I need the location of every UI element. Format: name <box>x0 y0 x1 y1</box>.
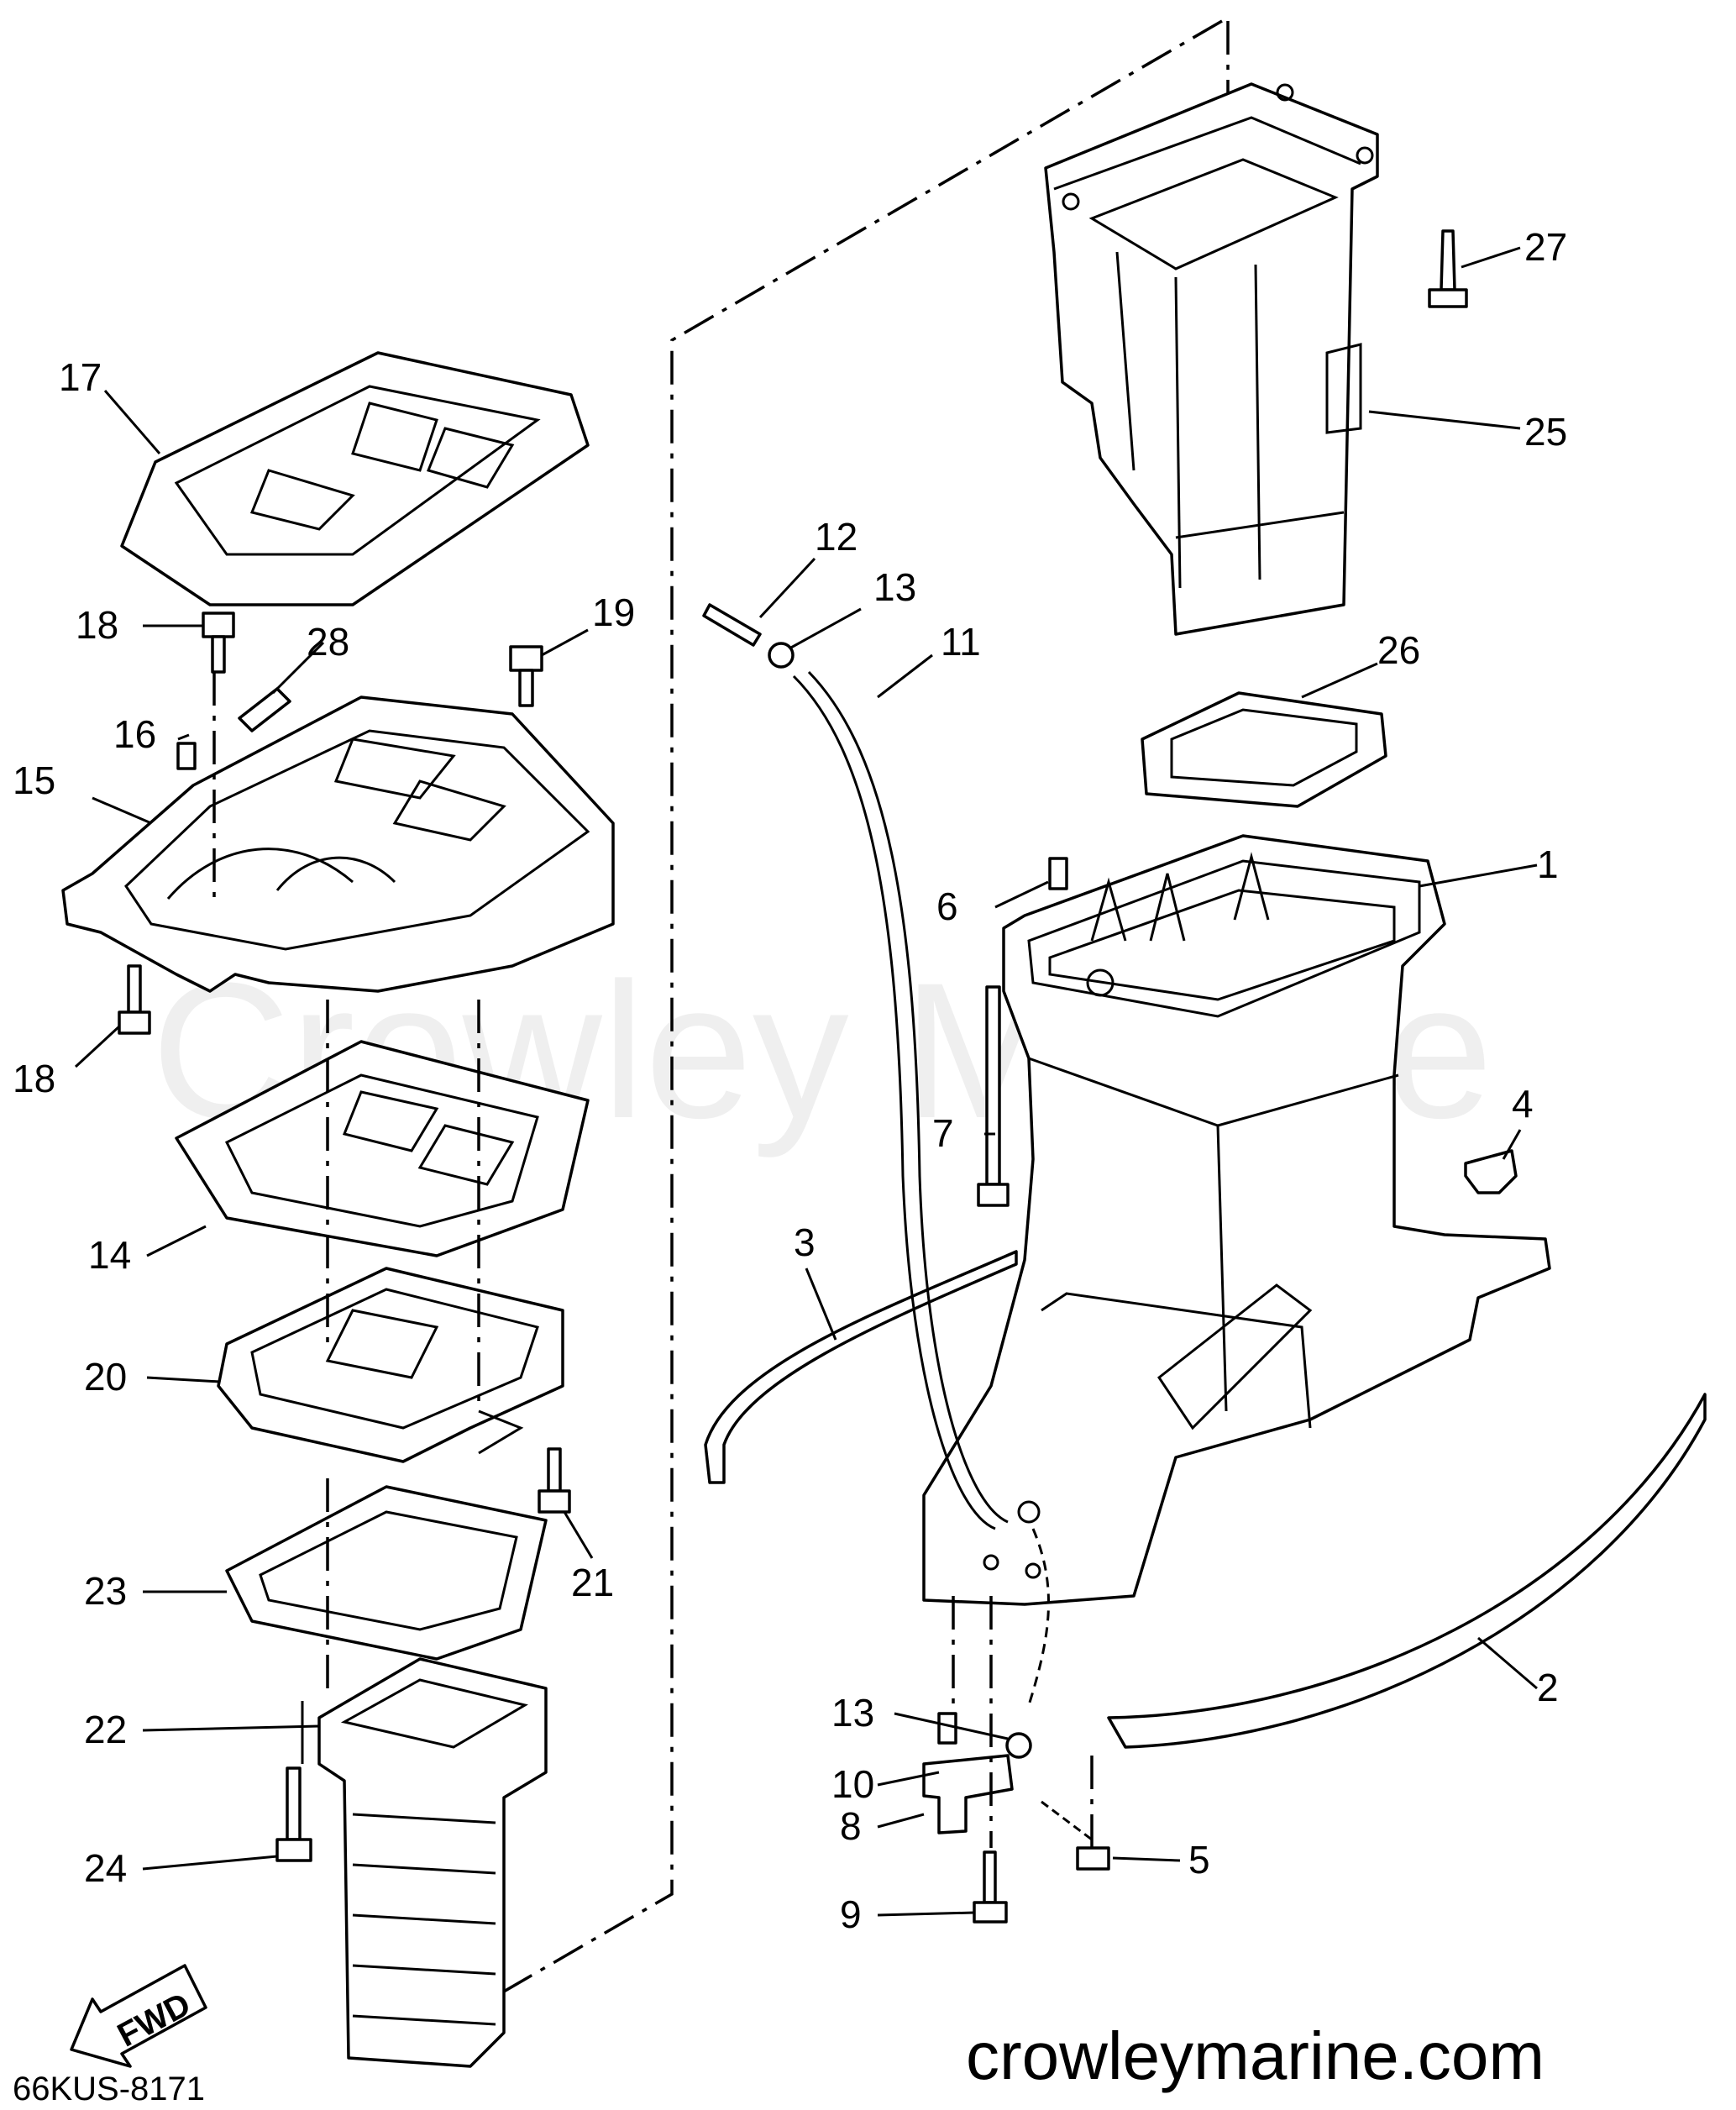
leader-lines <box>74 246 1538 1917</box>
callout-18-bottom: 18 <box>13 1057 55 1100</box>
seal-26 <box>1141 691 1387 808</box>
forward-arrow: FWD <box>70 1964 207 2068</box>
plate-15 <box>61 695 615 993</box>
rubber-seal-2 <box>1107 1393 1707 1749</box>
gasket-17 <box>120 351 590 606</box>
bolt-24 <box>275 1766 312 1862</box>
callout-28: 28 <box>307 620 349 664</box>
gasket-14 <box>175 1040 590 1257</box>
dowel-16 <box>176 742 197 770</box>
bolt-5 <box>1041 1800 1110 1871</box>
callout-19: 19 <box>592 590 635 634</box>
dowel-6 <box>1048 857 1068 890</box>
grommet-4 <box>1464 1149 1518 1194</box>
clip-13-top <box>768 642 795 669</box>
callout-15: 15 <box>13 758 55 802</box>
website-label: crowleymarine.com <box>966 2018 1545 2093</box>
callout-22: 22 <box>84 1708 127 1751</box>
spacer-20 <box>217 1267 564 1463</box>
clip-13-bottom <box>1005 1732 1032 1759</box>
callout-16: 16 <box>113 712 156 756</box>
callout-26: 26 <box>1377 628 1420 672</box>
bolt-27 <box>1428 229 1468 308</box>
callout-3: 3 <box>794 1220 816 1264</box>
callout-10: 10 <box>831 1762 874 1806</box>
callout-2: 2 <box>1537 1666 1559 1709</box>
callout-6: 6 <box>936 884 958 928</box>
callout-4: 4 <box>1512 1082 1534 1126</box>
callout-24: 24 <box>84 1846 127 1890</box>
callout-13-bottom: 13 <box>831 1691 874 1735</box>
diagram-code: 66KUS-8171 <box>13 2071 205 2107</box>
lower-upper-case-1 <box>922 834 1551 1606</box>
callout-5: 5 <box>1188 1838 1210 1882</box>
rubber-seal-3 <box>704 1250 1018 1484</box>
callout-14: 14 <box>88 1233 131 1277</box>
callout-11: 11 <box>941 620 981 664</box>
bolt-9 <box>973 1850 1008 1924</box>
callout-7: 7 <box>932 1111 954 1155</box>
callout-12: 12 <box>815 515 858 559</box>
bolt-19 <box>509 645 543 707</box>
fitting-28 <box>238 687 291 732</box>
bolt-18-top <box>202 611 235 674</box>
bolt-18-bottom <box>118 964 151 1035</box>
dowel-10 <box>937 1712 957 1745</box>
callout-21: 21 <box>571 1561 614 1604</box>
gasket-23 <box>225 1485 548 1661</box>
callout-13-top: 13 <box>873 565 916 609</box>
callout-17: 17 <box>59 355 102 399</box>
bolt-21 <box>538 1447 571 1514</box>
upper-casing <box>1044 82 1379 636</box>
nipple-8 <box>922 1754 1014 1834</box>
water-hose-11 <box>792 670 1050 1706</box>
callout-27: 27 <box>1524 225 1567 269</box>
callout-1: 1 <box>1537 842 1559 886</box>
nipple-12 <box>702 603 762 647</box>
exhaust-box-22 <box>317 1657 548 2068</box>
callout-18-top: 18 <box>76 603 118 647</box>
callout-23: 23 <box>84 1569 127 1613</box>
callout-8: 8 <box>840 1804 862 1848</box>
callout-25: 25 <box>1524 410 1567 454</box>
callout-20: 20 <box>84 1355 127 1399</box>
callout-9: 9 <box>840 1892 862 1936</box>
callout-labels: 1 2 3 4 5 6 7 8 9 10 11 12 13 13 14 15 1… <box>13 225 1567 1936</box>
